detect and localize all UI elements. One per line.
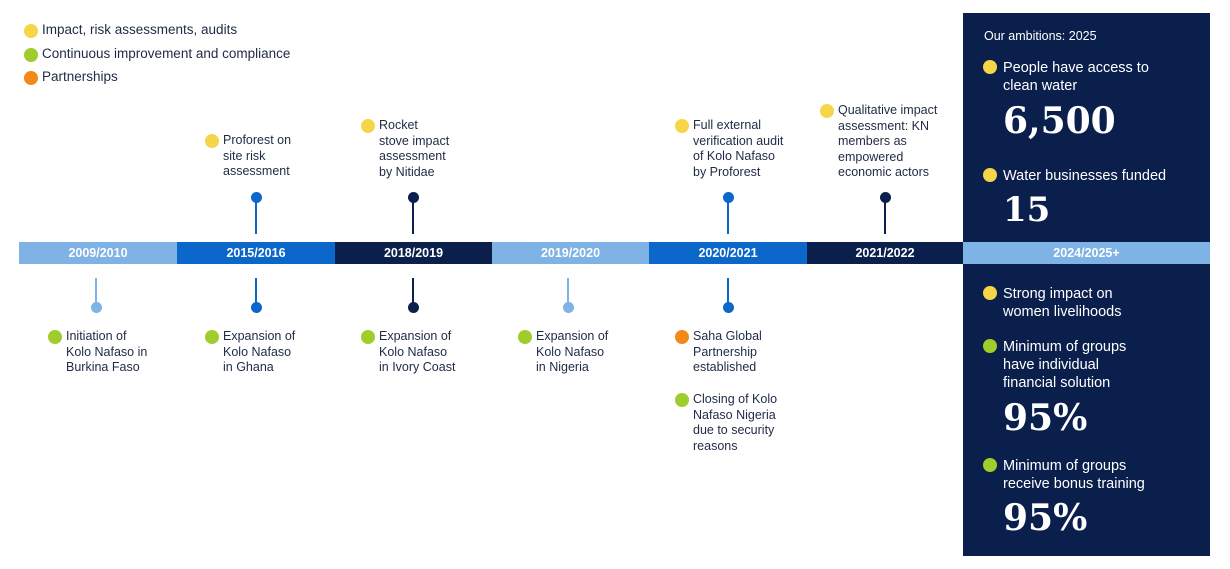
timeline-period: 2018/2019: [335, 242, 492, 264]
ambition-label: Water businesses funded: [1003, 168, 1167, 184]
legend-dot-icon: [24, 24, 38, 38]
event-dot-icon: [675, 330, 689, 344]
pin-stem: [727, 278, 729, 308]
timeline-period: 2021/2022: [807, 242, 963, 264]
pin-stem: [412, 278, 414, 308]
event-dot-icon: [361, 330, 375, 344]
pin-head: [90, 302, 102, 313]
pin-stem: [255, 278, 257, 308]
ambition-dot-icon: [983, 60, 997, 74]
event-dot-icon: [518, 330, 532, 344]
pin-head: [407, 192, 419, 203]
legend-dot-icon: [24, 48, 38, 62]
ambitions-panel-top: [963, 13, 1210, 242]
pin-head: [722, 302, 734, 313]
pin-head: [407, 302, 419, 313]
timeline-period: 2015/2016: [177, 242, 335, 264]
pin-head: [722, 192, 734, 203]
event-dot-icon: [820, 104, 834, 118]
pin-stem: [255, 200, 257, 234]
pin-head: [250, 302, 262, 313]
pin-stem: [412, 200, 414, 234]
legend-label: Partnerships: [42, 69, 118, 84]
event-dot-icon: [675, 393, 689, 407]
event-dot-icon: [205, 330, 219, 344]
timeline-period: 2019/2020: [492, 242, 649, 264]
event-dot-icon: [675, 119, 689, 133]
ambition-dot-icon: [983, 286, 997, 300]
legend-label: Impact, risk assessments, audits: [42, 22, 238, 37]
ambition-value: 95%: [1003, 397, 1088, 439]
event-dot-icon: [48, 330, 62, 344]
legend-dot-icon: [24, 71, 38, 85]
event-dot-icon: [205, 134, 219, 148]
timeline-period: 2020/2021: [649, 242, 807, 264]
ambition-value: 15: [1003, 190, 1051, 230]
event-dot-icon: [361, 119, 375, 133]
ambitions-title: Our ambitions: 2025: [984, 29, 1097, 43]
ambition-value: 95%: [1003, 497, 1088, 539]
pin-head: [250, 192, 262, 203]
timeline-period: 2024/2025+: [963, 242, 1210, 264]
legend-label: Continuous improvement and compliance: [42, 46, 291, 61]
pin-stem: [884, 200, 886, 234]
timeline-period: 2009/2010: [19, 242, 177, 264]
pin-stem: [95, 278, 97, 308]
pin-stem: [727, 200, 729, 234]
pin-stem: [567, 278, 569, 308]
pin-head: [879, 192, 891, 203]
ambition-dot-icon: [983, 339, 997, 353]
ambition-value: 6,500: [1003, 100, 1116, 142]
pin-head: [562, 302, 574, 313]
ambition-dot-icon: [983, 458, 997, 472]
ambition-dot-icon: [983, 168, 997, 182]
ambitions-panel-bottom: [963, 264, 1210, 556]
